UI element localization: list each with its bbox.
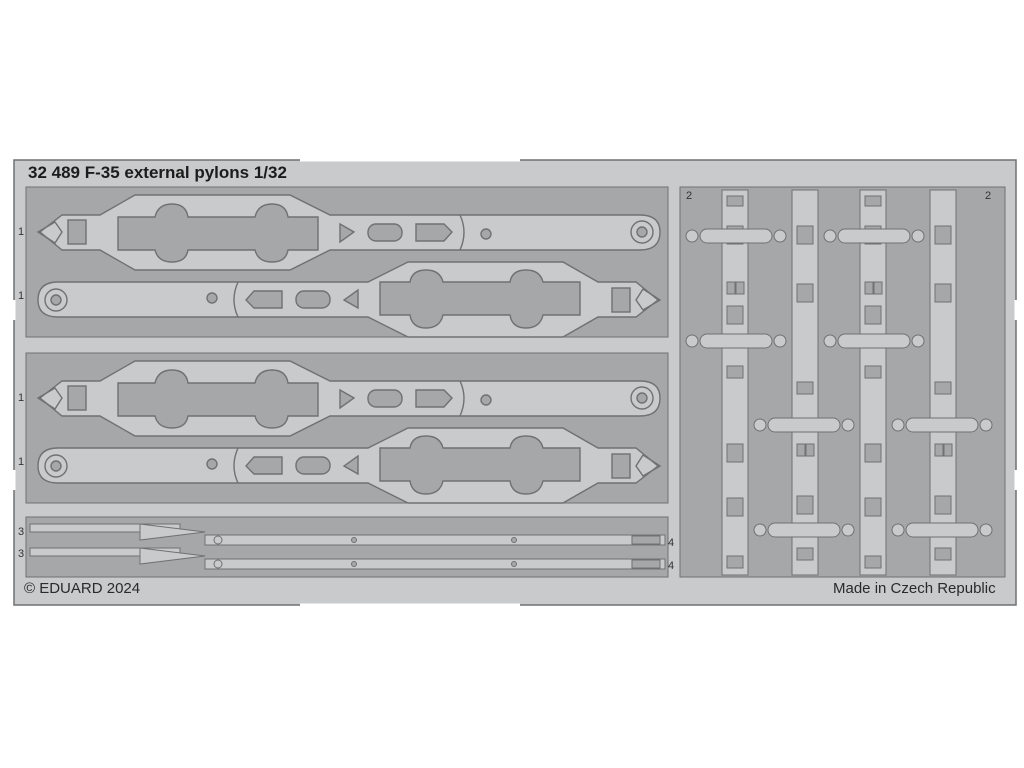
part-number-label: 1: [18, 456, 25, 468]
part-number-label: 1: [18, 290, 25, 302]
fret-border-gaps: [12, 158, 1018, 607]
part-number-label: 4: [668, 537, 675, 549]
part-number-label: 4: [668, 560, 675, 572]
origin-text: Made in Czech Republic: [833, 580, 996, 597]
part-number-label: 3: [18, 526, 25, 538]
copyright-text: © EDUARD 2024: [24, 580, 141, 597]
part-number-label: 1: [18, 392, 25, 404]
part-number-label: 2: [985, 190, 992, 202]
part-number-label: 3: [18, 548, 25, 560]
part-number-label: 2: [686, 190, 693, 202]
part-number-label: 1: [18, 226, 25, 238]
sheet-title: 32 489 F-35 external pylons 1/32: [28, 163, 287, 182]
